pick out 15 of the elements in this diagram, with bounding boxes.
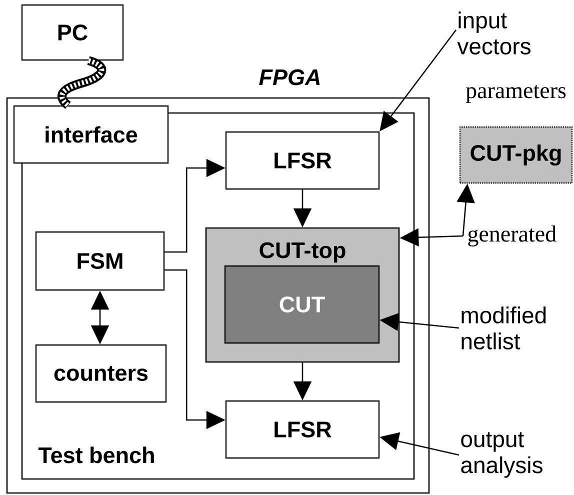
module-box: interface (13, 105, 169, 164)
annotation-text: output analysis (461, 432, 542, 478)
annotation-text: generated (468, 226, 556, 246)
module-box: LFSR (225, 400, 380, 459)
annotation-text: modified netlist (462, 306, 546, 350)
annotation-text: input vectors (457, 12, 530, 54)
node-label: FPGA (259, 69, 320, 86)
computer-box: PC (21, 4, 124, 61)
box-caption: parameters (466, 85, 566, 103)
module-box: FSM (35, 231, 165, 291)
module-box: LFSR (225, 131, 380, 190)
module-box: CUT (224, 265, 380, 344)
module-box: counters (35, 344, 167, 403)
package-box: CUT-pkg (459, 126, 573, 184)
cable (58, 56, 106, 109)
